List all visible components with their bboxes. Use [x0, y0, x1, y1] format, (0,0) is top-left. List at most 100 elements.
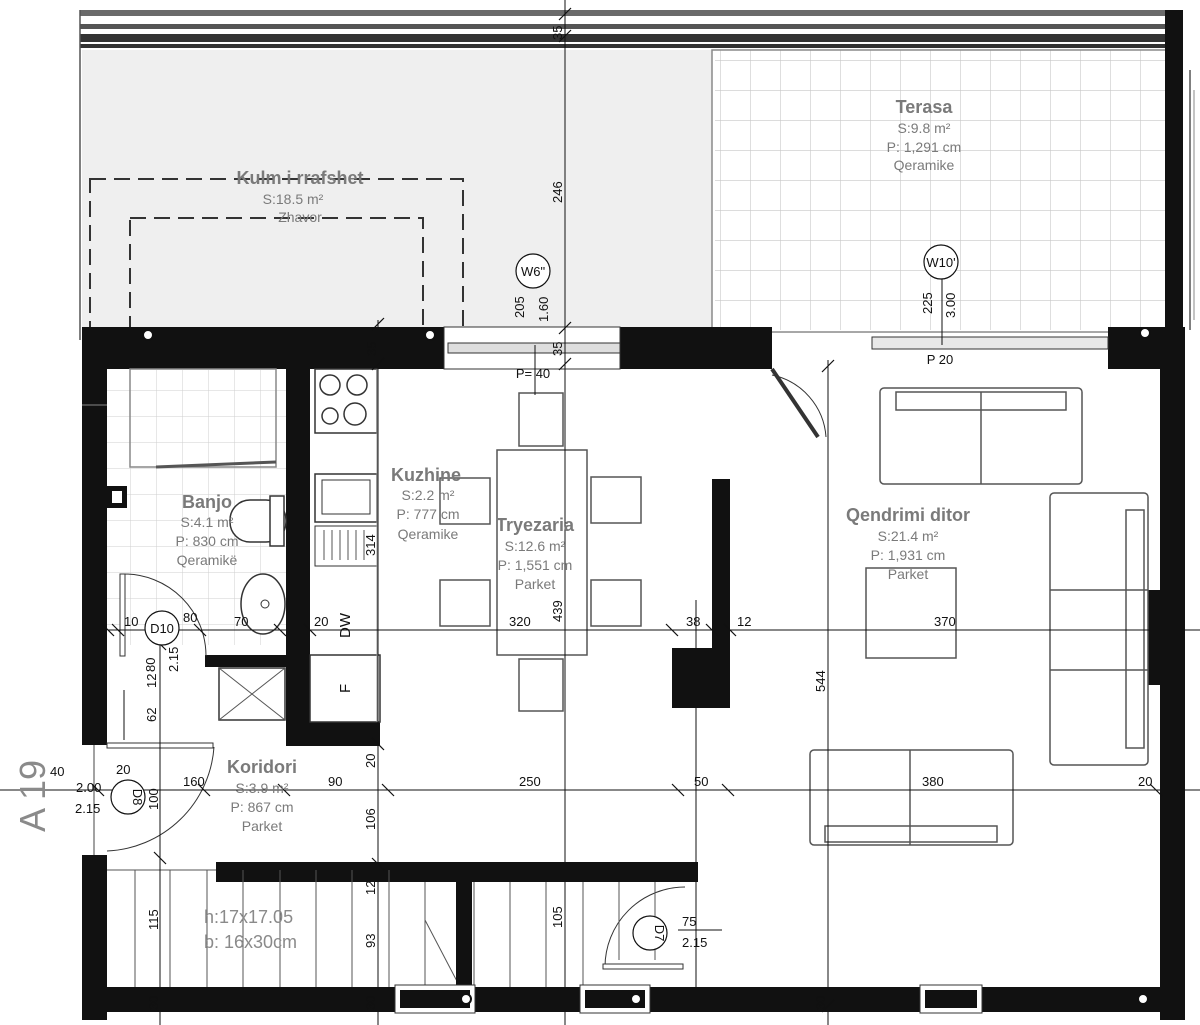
room-area-qendrimi: S:21.4 m² — [878, 528, 939, 544]
sofa-top — [879, 387, 1083, 485]
room-area-koridori: S:3.9 m² — [236, 780, 289, 796]
terrace-door-swing — [771, 374, 827, 438]
parapet-top — [80, 10, 1182, 16]
stove — [314, 368, 378, 434]
door-tag-d8: D8 — [130, 789, 145, 806]
dim-35-wall: 35 — [364, 342, 379, 356]
dim-160-horiz: 160 — [183, 774, 205, 789]
room-name-banjo: Banjo — [182, 492, 232, 512]
dim-40: 40 — [50, 764, 64, 779]
sofa-right — [1049, 492, 1149, 766]
drainboard — [314, 525, 378, 567]
dimension-ticks — [91, 7, 1163, 1013]
parapet-top-2 — [80, 24, 1182, 29]
room-name-kuzhine: Kuzhine — [391, 465, 461, 485]
dining-table — [496, 449, 588, 656]
dim-12-stair: 12 — [363, 881, 378, 895]
dim-106: 106 — [363, 808, 378, 830]
column-markers — [142, 327, 1151, 1005]
stair-treads — [216, 862, 668, 882]
dim-50: 50 — [694, 774, 708, 789]
room-area-terasa: S:9.8 m² — [898, 120, 951, 136]
door-d7-swing — [604, 886, 686, 968]
room-finish-kulm: Zhavor — [278, 209, 322, 225]
dim-30-b: 30 — [363, 996, 378, 1010]
window-w10 — [871, 336, 1109, 350]
parapet-p40: P= 40 — [516, 366, 550, 381]
room-name-terasa: Terasa — [896, 97, 954, 117]
room-perimeter-koridori: P: 867 cm — [230, 799, 293, 815]
dim-20-koridor: 20 — [116, 762, 130, 777]
staircase — [107, 869, 656, 988]
room-finish-tryezaria: Parket — [515, 576, 556, 592]
dim-35-b: 35 — [550, 342, 565, 356]
dim-30-c: 30 — [813, 996, 828, 1010]
door-tag-d10: D10 — [150, 621, 174, 636]
dim-380: 380 — [922, 774, 944, 789]
kitchen-sink — [314, 473, 378, 523]
dim-35-top: 35 — [550, 26, 565, 40]
dim-80-horiz: 80 — [183, 610, 197, 625]
coffee-table — [865, 567, 957, 659]
dim-62: 62 — [144, 708, 159, 722]
dim-370: 370 — [934, 614, 956, 629]
sofa-bottom — [809, 749, 1014, 846]
room-area-banjo: S:4.1 m² — [181, 514, 234, 530]
door-d8-swing — [106, 746, 215, 852]
room-finish-terasa: Qeramike — [894, 157, 955, 173]
dim-20-right: 20 — [1138, 774, 1152, 789]
room-name-kulm: Kulm i rrafshet — [236, 168, 363, 188]
room-perimeter-tryezaria: P: 1,551 cm — [498, 557, 573, 573]
dim-215-vert: 2.15 — [166, 647, 181, 672]
stair-height: h:17x17.05 — [204, 907, 293, 927]
room-area-kulm: S:18.5 m² — [263, 191, 324, 207]
dim-225: 225 — [920, 292, 935, 314]
parapet-top-3 — [80, 34, 1182, 42]
shower-screen — [129, 368, 277, 468]
door-tag-d7: D7 — [652, 925, 667, 942]
dim-12-vert: 12 — [144, 674, 159, 688]
window-tag-w10: W10' — [926, 255, 955, 270]
room-finish-koridori: Parket — [242, 818, 283, 834]
dim-10: 10 — [124, 614, 138, 629]
parapet-right-cap — [1165, 10, 1183, 330]
dim-439: 439 — [550, 600, 565, 622]
dim-20-vert: 20 — [363, 754, 378, 768]
room-name-tryezaria: Tryezaria — [496, 515, 575, 535]
dim-205: 205 — [512, 296, 527, 318]
window-w6-frame — [447, 342, 621, 354]
roof-outline-inner — [129, 217, 424, 331]
window-tag-w6: W6" — [521, 264, 546, 279]
dim-160: 1.60 — [536, 297, 551, 322]
dim-38: 38 — [686, 614, 700, 629]
room-perimeter-terasa: P: 1,291 cm — [887, 139, 962, 155]
dim-20-horiz: 20 — [314, 614, 328, 629]
stair-newel — [456, 870, 472, 987]
room-finish-kuzhine: Qeramike — [398, 526, 459, 542]
dim-75: 75 — [682, 914, 696, 929]
room-area-kuzhine: S:2.2 m² — [402, 487, 455, 503]
room-area-tryezaria: S:12.6 m² — [505, 538, 566, 554]
dim-300: 3.00 — [943, 293, 958, 318]
dim-215-horiz: 2.15 — [75, 801, 100, 816]
terrace-tiles — [715, 50, 1167, 330]
fridge — [309, 654, 381, 723]
room-perimeter-banjo: P: 830 cm — [175, 533, 238, 549]
room-finish-banjo: Qeramikë — [177, 552, 238, 568]
dim-100: 100 — [146, 788, 161, 810]
fridge-tag: F — [337, 684, 354, 693]
dim-544: 544 — [813, 670, 828, 692]
dim-215-d7: 2.15 — [682, 935, 707, 950]
dim-250: 250 — [519, 774, 541, 789]
room-name-koridori: Koridori — [227, 757, 297, 777]
dining-chairs — [439, 392, 642, 712]
room-finish-qendrimi: Parket — [888, 566, 929, 582]
dim-246: 246 — [550, 181, 565, 203]
dim-12-horiz: 12 — [737, 614, 751, 629]
dim-314: 314 — [363, 534, 378, 556]
dim-320: 320 — [509, 614, 531, 629]
room-perimeter-qendrimi: P: 1,931 cm — [871, 547, 946, 563]
